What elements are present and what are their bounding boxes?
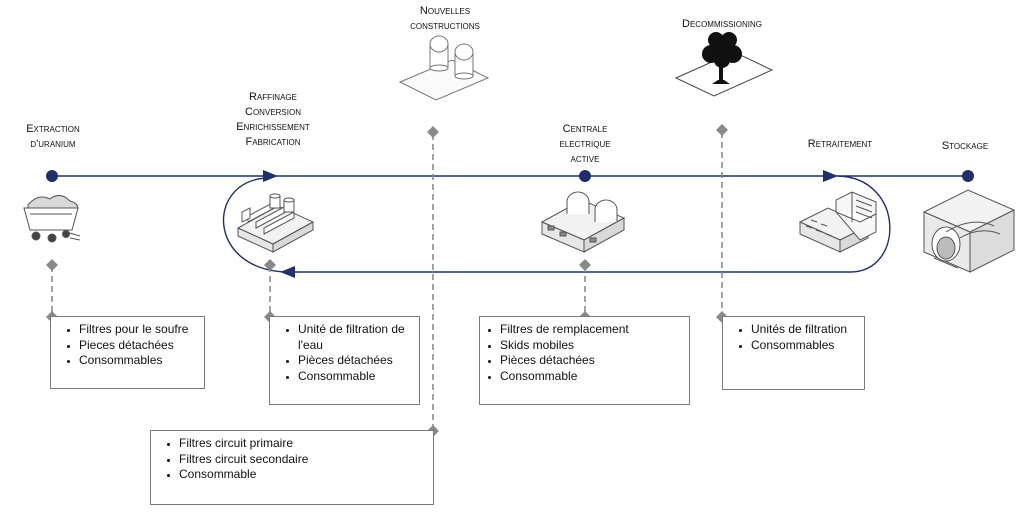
stage-label-stockage: Stockage	[941, 140, 989, 152]
items-list: Filtres de remplacement Skids mobiles Pi…	[480, 317, 689, 384]
stage-label-retraitement: Retraitement	[807, 138, 873, 150]
items-list: Unités de filtration Consommables	[723, 317, 864, 353]
stage-label-centrale: Centrale electrique active	[559, 123, 611, 165]
flow-arrow-right-1	[263, 170, 278, 182]
stage-dot-stockage	[962, 170, 974, 182]
reprocessing-building-icon	[798, 191, 877, 253]
list-item: Filtres pour le soufre	[79, 322, 196, 338]
refinery-factory-icon	[236, 193, 315, 253]
items-list: Filtres pour le soufre Pieces détachées …	[51, 317, 204, 369]
diamond-nouvelles-top	[427, 126, 439, 138]
list-item: Unités de filtration	[751, 322, 856, 338]
list-item: Skids mobiles	[500, 338, 681, 354]
power-plant-icon	[540, 191, 626, 253]
diamond-decommissioning-top	[716, 124, 728, 136]
list-item: Consommable	[500, 369, 681, 385]
list-item: Unité de filtration de l'eau	[298, 322, 411, 353]
list-item: Consommables	[79, 353, 196, 369]
items-box-nouvelles: Filtres circuit primaire Filtres circuit…	[150, 430, 434, 505]
stage-label-raffinage: Raffinage Conversion Enrichissement Fabr…	[236, 91, 310, 148]
list-item: Pièces détachées	[298, 353, 411, 369]
flow-arrow-right-2	[823, 170, 838, 182]
list-item: Pièces détachées	[500, 353, 681, 369]
stage-dot-centrale	[579, 170, 591, 182]
items-box-extraction: Filtres pour le soufre Pieces détachées …	[50, 316, 205, 389]
list-item: Filtres de remplacement	[500, 322, 681, 338]
new-plant-icon	[398, 35, 490, 101]
list-item: Consommable	[298, 369, 411, 385]
stage-dot-extraction	[46, 170, 58, 182]
storage-tunnel-icon	[922, 189, 1016, 273]
items-box-centrale: Filtres de remplacement Skids mobiles Pi…	[479, 316, 690, 405]
diamond-extraction-top	[46, 259, 58, 271]
stage-label-decommissioning: Decommissioning	[682, 18, 762, 30]
items-list: Unité de filtration de l'eau Pièces déta…	[270, 317, 419, 384]
stage-label-nouvelles: Nouvelles constructions	[410, 5, 480, 32]
list-item: Filtres circuit primaire	[179, 436, 425, 452]
list-item: Filtres circuit secondaire	[179, 452, 425, 468]
list-item: Consommable	[179, 467, 425, 483]
list-item: Consommables	[751, 338, 856, 354]
stage-label-extraction: Extraction d'uranium	[26, 123, 80, 150]
diamond-centrale-top	[579, 259, 591, 271]
return-arrow-left	[280, 266, 295, 278]
items-list: Filtres circuit primaire Filtres circuit…	[151, 431, 433, 483]
diamond-raffinage-top	[264, 259, 276, 271]
items-box-decommissioning: Unités de filtration Consommables	[722, 316, 865, 390]
mine-cart-icon	[23, 195, 81, 243]
items-box-raffinage: Unité de filtration de l'eau Pièces déta…	[269, 316, 420, 405]
list-item: Pieces détachées	[79, 338, 196, 354]
tree-icon	[674, 32, 774, 97]
